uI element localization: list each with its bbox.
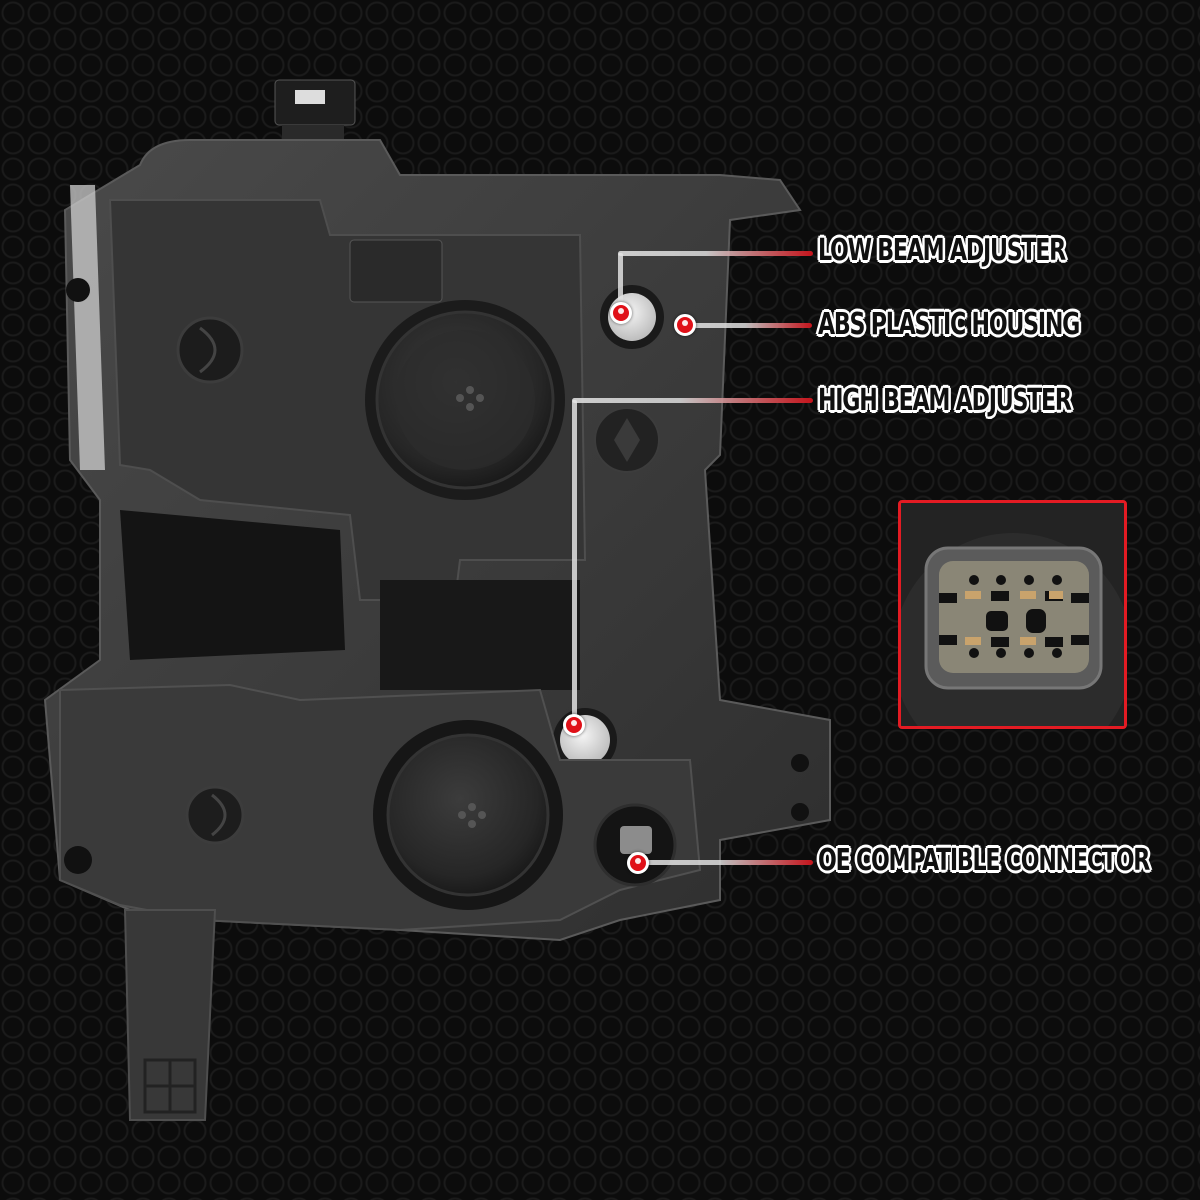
oe-compatible-connector-label: OE COMPATIBLE CONNECTOR [818,843,1150,878]
housing-leader-line [690,323,812,328]
headlight-housing [43,79,831,1121]
high-beam-leader-line [572,398,813,403]
low-beam-leader-vertical [618,253,623,310]
connector-closeup-graphic [901,503,1124,726]
connector-closeup-inset [898,500,1127,729]
abs-plastic-housing-label: ABS PLASTIC HOUSING [818,307,1080,342]
connector-leader-line [645,860,813,865]
high-beam-adjuster-label: HIGH BEAM ADJUSTER [818,383,1072,418]
headlight-housing-graphic [43,79,831,1121]
low-beam-marker-icon [610,302,632,324]
high-beam-leader-vertical [572,400,577,722]
connector-marker-icon [627,852,649,874]
high-beam-marker-icon [563,714,585,736]
low-beam-leader-line [618,251,813,256]
low-beam-adjuster-label: LOW BEAM ADJUSTER [818,233,1066,268]
housing-marker-icon [674,314,696,336]
